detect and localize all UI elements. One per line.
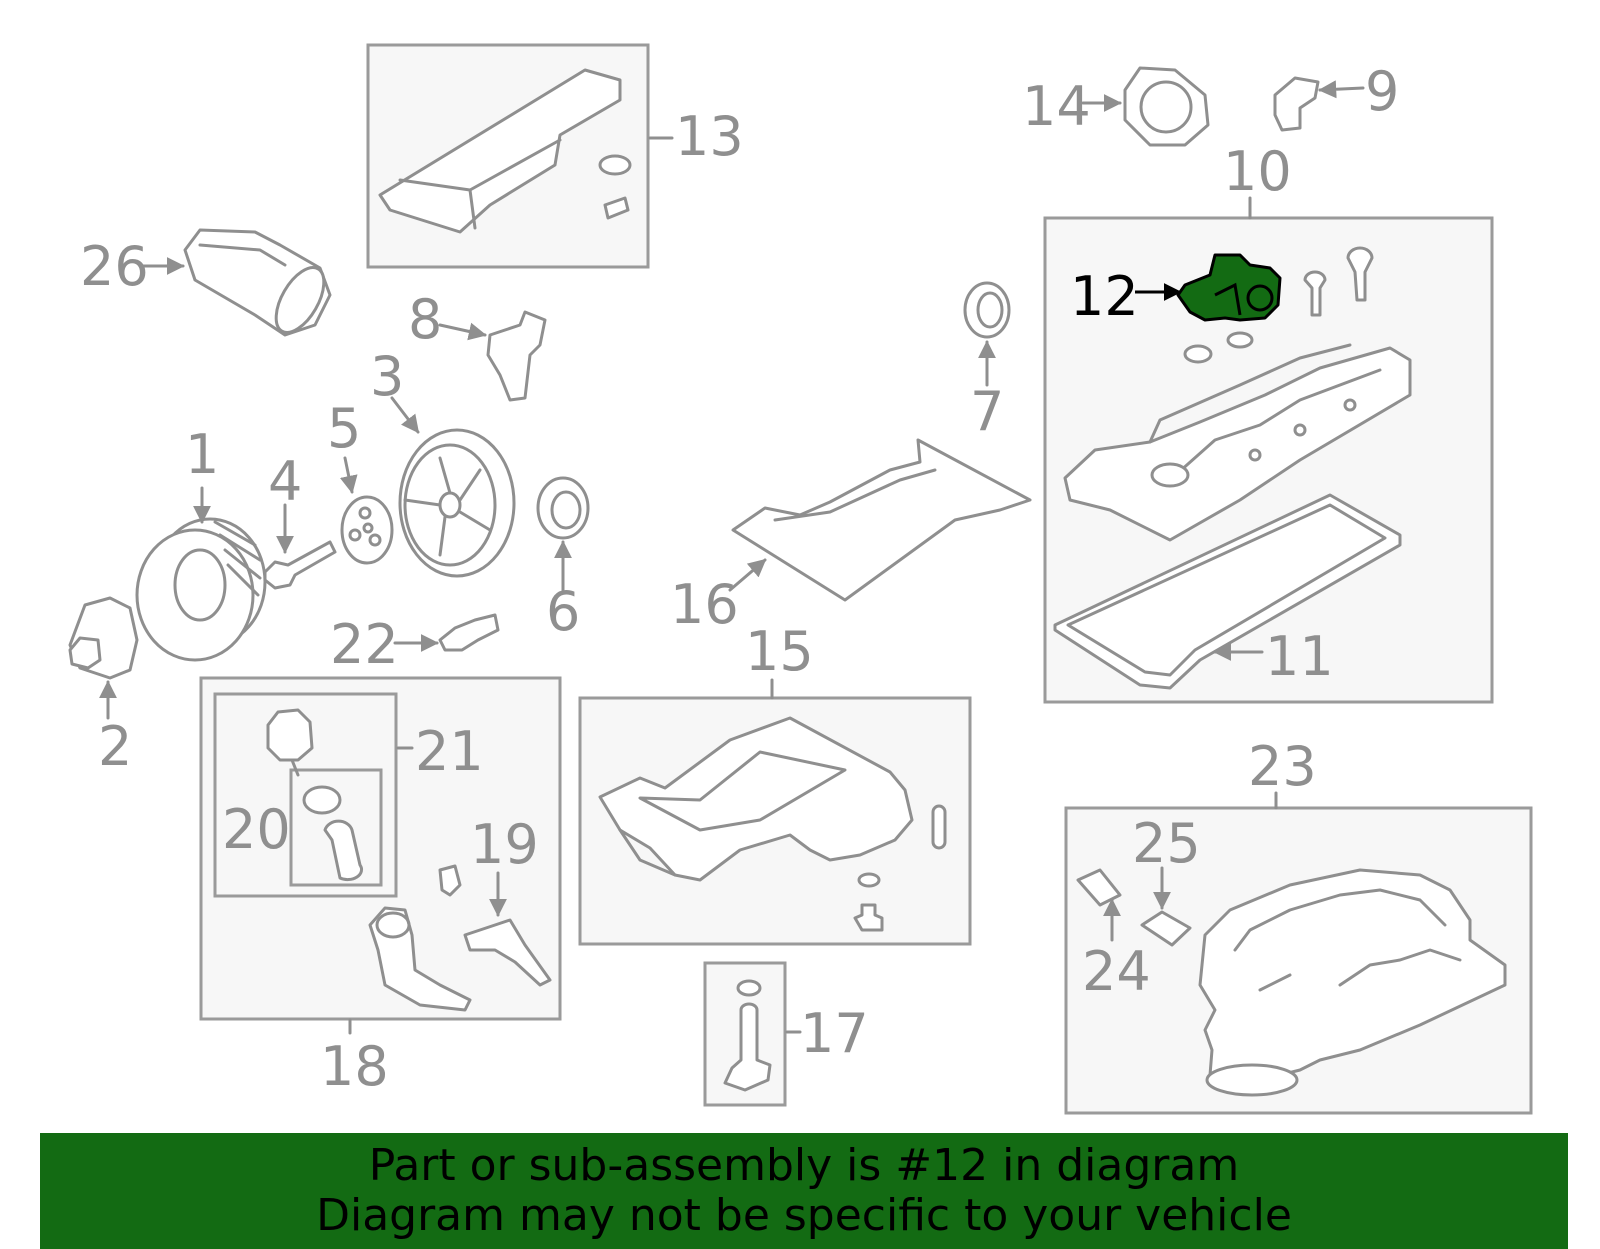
part-10-valve-cover [1053,246,1412,690]
banner-line-2: Diagram may not be specific to your vehi… [316,1190,1292,1241]
part-26-intake-boot [183,228,332,337]
part-23-engine-cover [1076,868,1507,1097]
callout-10: 10 [1223,140,1292,203]
callout-19: 19 [470,813,539,876]
part-7-seal [963,281,1011,339]
info-banner: Part or sub-assembly is #12 in diagram D… [40,1133,1568,1249]
callout-18: 18 [320,1035,389,1098]
callout-20: 20 [222,798,291,861]
part-14-gasket [1123,66,1210,147]
callout-12: 12 [1070,265,1139,328]
callout-23: 23 [1248,735,1317,798]
callout-13: 13 [675,105,744,168]
callout-2: 2 [98,715,132,778]
callout-22: 22 [330,613,399,676]
callout-17: 17 [800,1002,869,1065]
part-5-washer [340,495,394,565]
part-18-oil-filter-housing [266,708,552,1012]
callout-25: 25 [1132,812,1201,875]
part-8-sensor [486,310,547,402]
callout-7: 7 [970,380,1004,443]
part-1-pulley [135,517,267,662]
part-engine-cover [378,68,632,234]
part-12-highlighted [1176,253,1282,322]
callout-3: 3 [370,345,404,408]
callout-9: 9 [1365,60,1399,123]
part-16-gasket [731,438,1032,602]
part-3-damper [398,428,516,578]
callout-6: 6 [546,580,580,643]
part-2-hub [68,596,139,680]
callout-11: 11 [1265,625,1334,688]
part-17-dipstick-tube [723,979,772,1092]
banner-line-1: Part or sub-assembly is #12 in diagram [368,1140,1240,1191]
callout-24: 24 [1082,940,1151,1003]
callout-14: 14 [1022,75,1091,138]
callout-1: 1 [185,423,219,486]
callout-4: 4 [268,450,302,513]
callout-8: 8 [408,288,442,351]
callout-5: 5 [327,397,361,460]
callout-16: 16 [670,573,739,636]
part-9-sensor [1273,76,1320,132]
callout-26: 26 [80,235,149,298]
callout-21: 21 [415,720,484,783]
part-6-seal [536,476,590,540]
callout-15: 15 [745,620,814,683]
part-4-bolt [263,540,337,590]
part-22-sensor [438,613,500,652]
part-15-oil-pan [598,716,947,932]
